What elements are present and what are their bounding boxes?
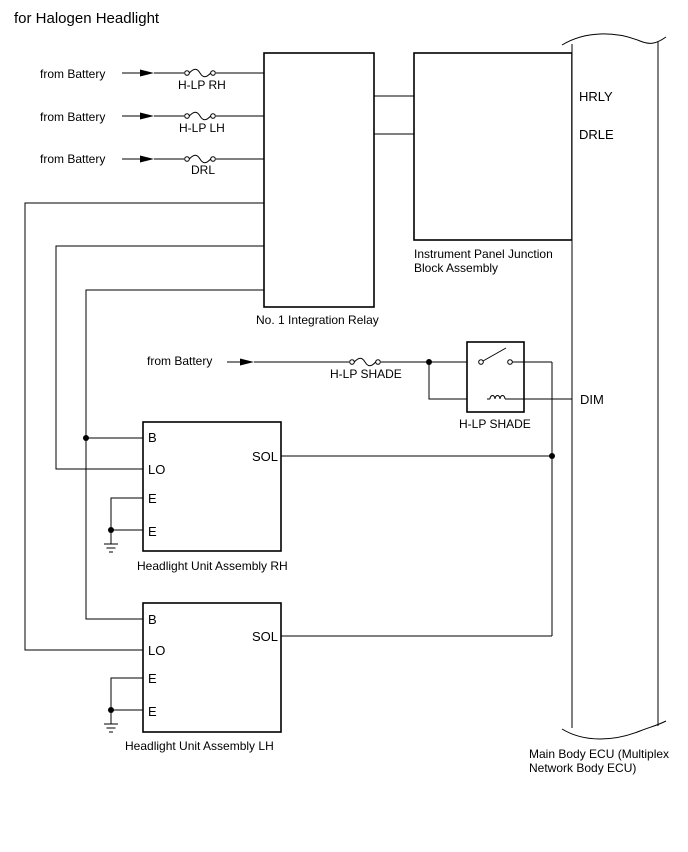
shade-battery-label: from Battery xyxy=(147,354,212,368)
shade-fuse-label: H-LP SHADE xyxy=(330,367,402,381)
ecu-pin-drle: DRLE xyxy=(579,127,614,142)
battery-input-hlp-lh: from Battery H-LP LH xyxy=(40,110,264,135)
pin-lo: LO xyxy=(148,643,165,658)
headlight-lh-label: Headlight Unit Assembly LH xyxy=(125,739,274,753)
junction-block-label-line2: Block Assembly xyxy=(414,261,498,275)
arrow-icon xyxy=(240,358,254,366)
headlight-rh-box xyxy=(142,421,282,552)
wire-sol xyxy=(281,362,555,637)
pin-b: B xyxy=(148,612,157,627)
arrow-icon xyxy=(140,112,154,120)
arrow-icon xyxy=(140,155,154,163)
fuse-label: H-LP LH xyxy=(179,121,225,135)
shade-relay-box xyxy=(466,341,525,413)
ground-icon xyxy=(104,497,143,553)
fuse-icon xyxy=(349,357,381,367)
ecu-label-line2: Network Body ECU) xyxy=(529,761,636,775)
battery-label: from Battery xyxy=(40,152,105,166)
junction-dot xyxy=(83,435,89,441)
pin-e: E xyxy=(148,704,157,719)
ecu-pin-hrly: HRLY xyxy=(579,89,613,104)
battery-input-hlp-rh: from Battery H-LP RH xyxy=(40,67,264,92)
junction-block-box xyxy=(413,52,573,241)
fuse-icon xyxy=(184,154,216,164)
pin-e: E xyxy=(148,671,157,686)
pin-b: B xyxy=(148,430,157,445)
ecu-label-line1: Main Body ECU (Multiplex xyxy=(529,747,669,761)
fuse-label: H-LP RH xyxy=(178,78,226,92)
shade-relay-label: H-LP SHADE xyxy=(459,417,531,431)
ecu-pin-dim: DIM xyxy=(580,392,604,407)
battery-label: from Battery xyxy=(40,67,105,81)
wire-lo-rh xyxy=(55,245,264,470)
headlight-lh-box xyxy=(142,602,282,733)
integration-relay-box xyxy=(263,52,375,308)
diagram-title: for Halogen Headlight xyxy=(14,10,160,27)
junction-block-label-line1: Instrument Panel Junction xyxy=(414,247,553,261)
pin-sol: SOL xyxy=(252,629,278,644)
pin-e: E xyxy=(148,524,157,539)
pin-lo: LO xyxy=(148,462,165,477)
fuse-icon xyxy=(184,111,216,121)
main-body-ecu: HRLY DRLE DIM xyxy=(561,33,667,740)
wire-lo-lh xyxy=(24,202,264,651)
shade-circuit: from Battery H-LP SHADE H-LP SHADE xyxy=(147,341,575,431)
pin-e: E xyxy=(148,491,157,506)
ground-icon xyxy=(104,677,143,733)
battery-input-drl: from Battery DRL xyxy=(40,152,264,177)
integration-relay-label: No. 1 Integration Relay xyxy=(256,313,379,327)
headlight-rh: B LO E E SOL Headlight Unit Assembly RH xyxy=(104,421,288,573)
headlight-rh-label: Headlight Unit Assembly RH xyxy=(137,559,288,573)
fuse-label: DRL xyxy=(191,163,215,177)
arrow-icon xyxy=(140,69,154,77)
fuse-icon xyxy=(184,68,216,78)
relay-switch-icon xyxy=(478,347,552,365)
wire-b-feed xyxy=(83,289,264,620)
junction-dot xyxy=(549,453,555,459)
battery-label: from Battery xyxy=(40,110,105,124)
pin-sol: SOL xyxy=(252,449,278,464)
headlight-lh: B LO E E SOL Headlight Unit Assembly LH xyxy=(104,602,282,753)
relay-coil-icon xyxy=(487,395,575,400)
